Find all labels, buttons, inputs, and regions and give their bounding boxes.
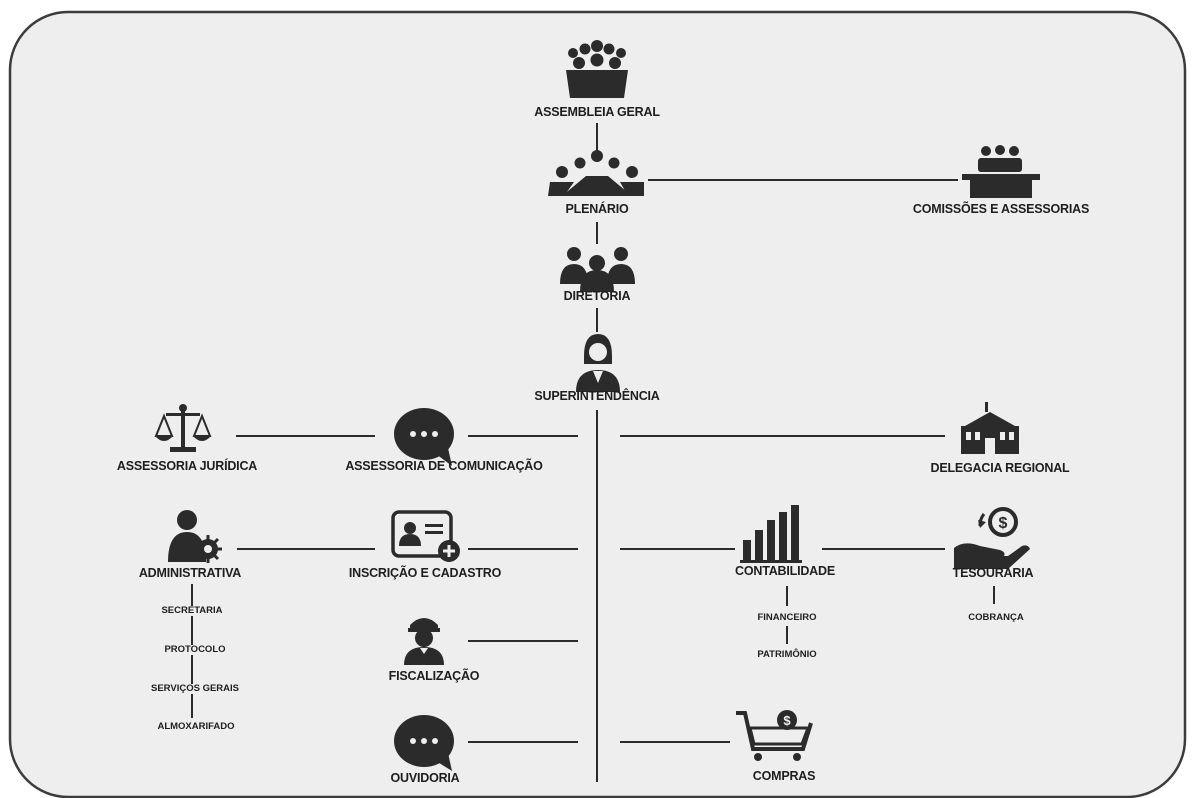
label-assessoria-juridica: ASSESSORIA JURÍDICA [116,459,258,473]
label-ouvidoria: OUVIDORIA [390,771,460,785]
svg-text:$: $ [783,713,791,728]
label-cobranca: COBRANÇA [968,612,1024,623]
label-almoxarifado: ALMOXARIFADO [155,721,237,732]
label-diretoria: DIRETORIA [563,289,631,303]
shopping-cart-money-icon: $ [736,710,813,761]
label-compras: COMPRAS [752,769,816,783]
bar-chart-icon [740,505,802,563]
label-plenario: PLENÁRIO [565,202,629,216]
label-secretaria: SECRETARIA [159,605,225,616]
label-servicos-gerais: SERVIÇOS GERAIS [149,683,241,694]
label-comissoes-assessorias: COMISSÕES E ASSESSORIAS [912,202,1090,216]
police-officer-icon [404,618,444,665]
id-card-add-icon [391,510,460,562]
businesswoman-icon [576,334,620,392]
chat-bubble-icon [394,408,454,466]
label-assembleia-geral: ASSEMBLEIA GERAL [534,105,660,119]
label-delegacia-regional: DELEGACIA REGIONAL [930,461,1070,475]
team-group-icon [560,247,635,292]
svg-text:$: $ [999,515,1008,532]
chat-bubble-icon [394,715,454,771]
label-patrimonio: PATRIMÔNIO [757,649,817,660]
label-contabilidade: CONTABILIDADE [735,564,835,578]
label-protocolo: PROTOCOLO [162,644,228,655]
label-fiscalizacao: FISCALIZAÇÃO [388,669,480,683]
user-gear-icon [168,510,222,563]
crowd-icon [566,40,628,98]
building-icon [961,402,1019,454]
scales-icon [154,404,212,452]
label-tesouraria: TESOURARIA [952,566,1034,580]
label-assessoria-comunicacao: ASSESSORIA DE COMUNICAÇÃO [345,459,543,473]
label-superintendencia: SUPERINTENDÊNCIA [534,389,660,403]
meeting-table-icon [548,150,644,196]
label-administrativa: ADMINISTRATIVA [138,566,242,580]
connector-lines [191,123,995,782]
label-inscricao-cadastro: INSCRIÇÃO E CADASTRO [348,566,502,580]
label-financeiro: FINANCEIRO [757,612,817,623]
committee-desk-icon [962,145,1040,198]
rounded-frame [8,10,1187,798]
hand-money-icon: $ [954,507,1030,569]
